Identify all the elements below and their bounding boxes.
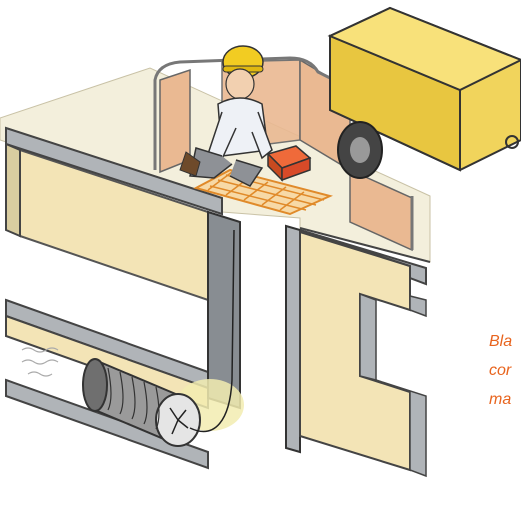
caption-line-3: ma [489,390,511,410]
shaft-wall-right [286,226,300,452]
soil-left-edge [6,144,20,236]
vertical-shaft [208,212,240,408]
caption-line-2: cor [489,361,511,381]
soil-block-right [300,232,410,470]
step-wall-lower [360,294,376,380]
caption-line-1: Bla [489,332,512,352]
utility-vehicle [330,8,521,178]
step-wall [410,296,426,316]
